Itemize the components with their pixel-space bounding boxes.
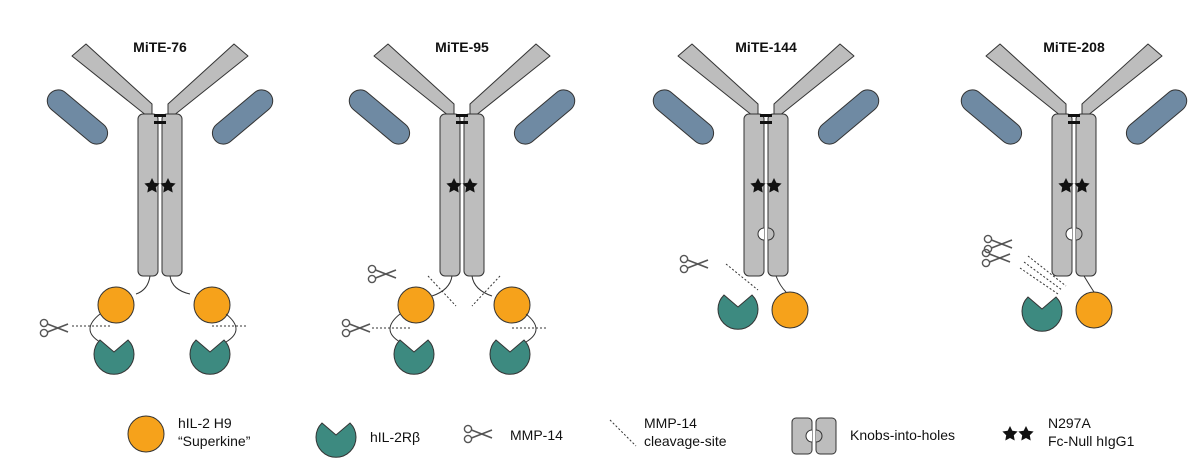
construct-mite-208: MiTE-208: [956, 39, 1192, 332]
construct-title: MiTE-95: [435, 39, 489, 55]
legend-cleavage-line2: cleavage-site: [644, 433, 727, 449]
cleavage-site-legend-icon: [609, 419, 637, 447]
antibody: [648, 43, 884, 277]
legend-receptor-label: hIL-2Rβ: [370, 429, 420, 445]
legend-fcnull-line2: Fc-Null hIgG1: [1048, 433, 1135, 449]
knob-into-hole-notch: [757, 227, 775, 241]
construct-title: MiTE-76: [133, 39, 187, 55]
legend-fcnull-line1: N297A: [1048, 415, 1091, 431]
legend-cleavage-line1: MMP-14: [644, 415, 697, 431]
scissors-icon: [367, 264, 397, 284]
legend-superkine-line1: hIL-2 H9: [178, 415, 232, 431]
antibody: [956, 43, 1192, 277]
knobs-into-holes-legend-icon: [791, 417, 837, 455]
receptor-shape: [93, 339, 135, 375]
superkine-circle: [397, 286, 435, 324]
construct-mite-95: MiTE-95: [341, 39, 580, 375]
receptor-legend-icon: [315, 422, 357, 458]
receptor-shape: [489, 339, 531, 375]
antibody: [42, 43, 278, 277]
construct-title: MiTE-144: [735, 39, 797, 55]
superkine-circle: [1075, 291, 1113, 329]
superkine-circle: [193, 286, 231, 324]
construct-mite-76: MiTE-76: [39, 39, 278, 375]
legend-superkine-line2: “Superkine”: [178, 433, 251, 449]
legend-mmp: MMP-14: [463, 424, 563, 444]
superkine-circle: [97, 286, 135, 324]
construct-mite-144: MiTE-144: [648, 39, 884, 330]
receptor-shape: [717, 294, 759, 330]
legend: hIL-2 H9 “Superkine” hIL-2Rβ MMP-14 MMP-…: [127, 415, 1135, 458]
star-icon: [1002, 426, 1018, 441]
superkine-legend-icon: [127, 415, 165, 453]
superkine-circle: [771, 291, 809, 329]
construct-title: MiTE-208: [1043, 39, 1105, 55]
legend-knobs-label: Knobs-into-holes: [850, 427, 955, 443]
receptor-shape: [189, 339, 231, 375]
legend-cleavage: MMP-14 cleavage-site: [609, 415, 727, 449]
receptor-shape: [1021, 296, 1063, 332]
knob-into-hole-notch: [1065, 227, 1083, 241]
scissors-icon: [39, 318, 69, 338]
scissors-icon: [679, 254, 709, 274]
superkine-circle: [493, 286, 531, 324]
scissors-icon: [341, 318, 371, 338]
legend-fcnull: N297A Fc-Null hIgG1: [1002, 415, 1135, 449]
star-icon: [1018, 426, 1034, 441]
antibody: [344, 43, 580, 277]
legend-receptor: hIL-2Rβ: [315, 422, 420, 458]
legend-superkine: hIL-2 H9 “Superkine”: [127, 415, 251, 453]
legend-mmp-label: MMP-14: [510, 427, 563, 443]
legend-knobs: Knobs-into-holes: [791, 417, 955, 455]
receptor-shape: [393, 339, 435, 375]
scissors-icon: [463, 424, 493, 444]
